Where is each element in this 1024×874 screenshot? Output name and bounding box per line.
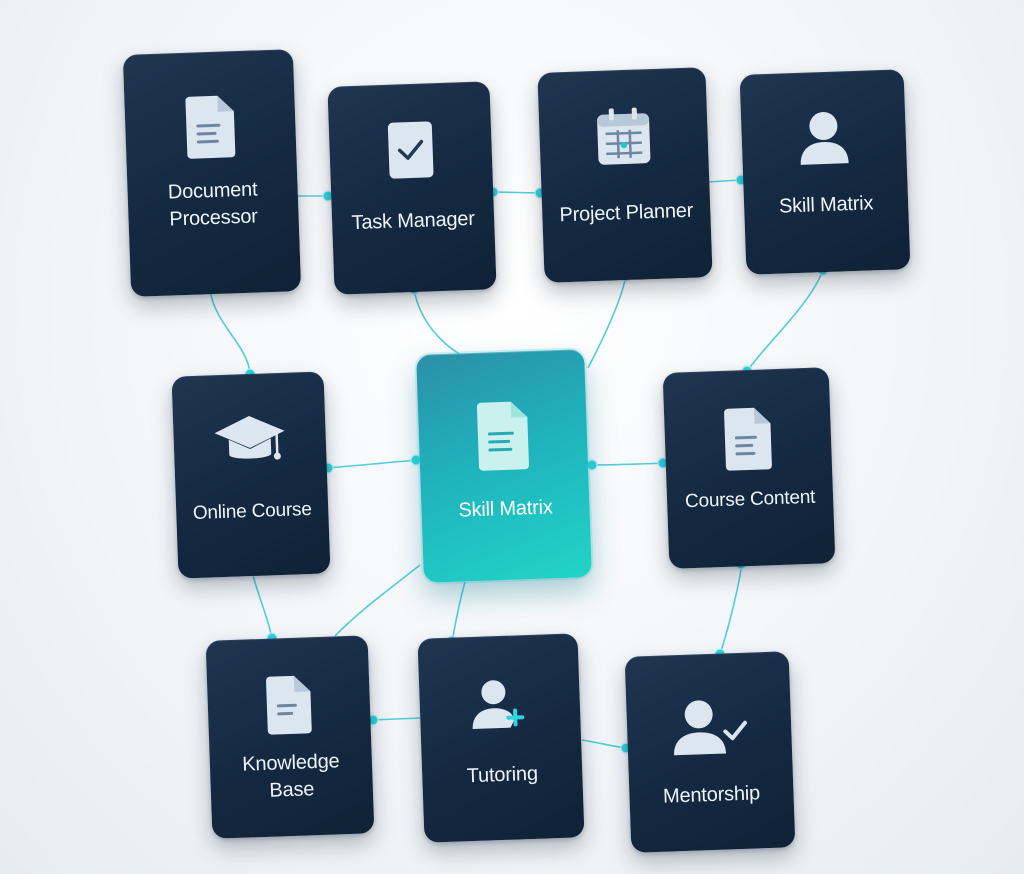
connector-tutoring-mentorship <box>581 739 627 749</box>
node-label: Skill Matrix <box>778 192 874 218</box>
connector-online-kb <box>251 571 273 639</box>
connector-center-tutoring <box>451 581 466 643</box>
connector-center-kb <box>334 564 421 637</box>
node-mentorship[interactable]: Mentorship <box>624 651 796 853</box>
connector-online-center <box>325 459 421 469</box>
calendar-icon <box>597 107 651 165</box>
node-project-planner[interactable]: Project Planner <box>537 67 713 283</box>
node-label: Mentorship <box>662 782 761 808</box>
document-icon <box>724 407 772 471</box>
node-tutoring[interactable]: Tutoring <box>417 633 585 843</box>
node-label: Project Planner <box>559 199 694 227</box>
node-skill-matrix-top[interactable]: Skill Matrix <box>739 69 911 275</box>
connector-center-content <box>589 462 666 466</box>
user-icon <box>800 112 849 165</box>
document-icon <box>476 401 529 471</box>
checkbox-icon <box>387 121 434 179</box>
connector-task-planner <box>492 191 541 194</box>
connector-kb-tutoring <box>371 717 421 721</box>
connector-planner-skill <box>706 179 742 183</box>
node-skill-matrix-center[interactable]: Skill Matrix <box>416 349 592 583</box>
node-label: Document Processor <box>167 178 259 231</box>
node-label: Course Content <box>684 486 816 513</box>
document-icon <box>266 675 312 735</box>
node-label: Tutoring <box>466 762 539 788</box>
node-document-processor[interactable]: Document Processor <box>122 49 302 297</box>
user-plus-icon <box>472 680 525 729</box>
node-online-course[interactable]: Online Course <box>171 371 331 579</box>
connector-doc-online <box>209 289 251 375</box>
connector-planner-center <box>587 275 627 369</box>
graduation-cap-icon <box>214 416 285 460</box>
connector-dot <box>586 459 598 471</box>
node-label: Skill Matrix <box>458 496 553 522</box>
node-label: Task Manager <box>351 207 476 235</box>
connector-task-center <box>413 289 471 361</box>
connector-skill-course <box>747 269 824 371</box>
node-course-content[interactable]: Course Content <box>662 367 836 569</box>
document-icon <box>185 95 236 159</box>
node-task-manager[interactable]: Task Manager <box>327 81 497 295</box>
user-check-icon <box>674 700 748 756</box>
node-label: Knowledge Base <box>241 750 340 802</box>
connector-content-mentorship <box>719 563 743 655</box>
node-knowledge-base[interactable]: Knowledge Base <box>205 635 375 839</box>
node-label: Online Course <box>192 498 313 525</box>
